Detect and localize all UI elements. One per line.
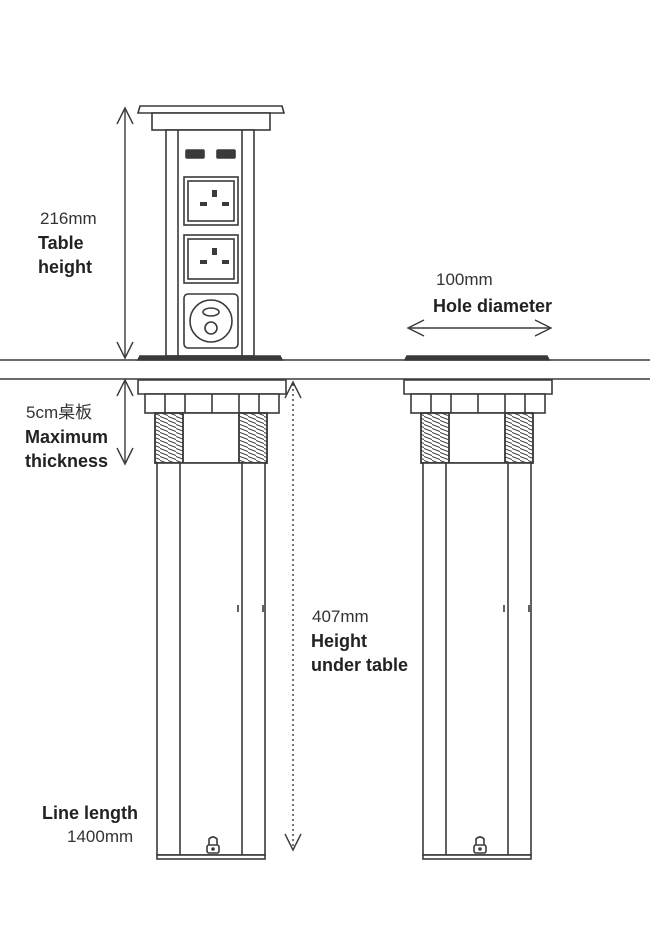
under-table-height-value: 407mm <box>312 607 369 626</box>
under-table-height-caption-line2: under table <box>311 655 409 675</box>
hole-diameter-dimension-arrow <box>406 319 553 337</box>
table-height-dimension-arrow <box>116 106 134 360</box>
table-height-caption-line2: height <box>38 257 92 277</box>
under-table-height-caption-line1: Height <box>311 631 367 651</box>
hole-diameter-caption: Hole diameter <box>433 296 553 316</box>
line-length-caption: Line length <box>42 803 138 823</box>
thickness-caption-line2: thickness <box>25 451 109 471</box>
thickness-caption-line1: Maximum <box>25 427 109 447</box>
retracted-unit-lid <box>403 355 551 361</box>
usb-ports <box>185 149 236 159</box>
under-table-height-dimension-arrow <box>284 380 302 852</box>
line-length-value: 1400mm <box>67 827 134 846</box>
uk-socket-top <box>183 176 239 226</box>
raised-socket-tower <box>136 105 286 361</box>
table-height-caption-line1: Table <box>38 233 84 253</box>
left-under-table-housing <box>137 379 287 860</box>
round-connector <box>183 293 239 349</box>
hole-diameter-value: 100mm <box>436 270 493 289</box>
table-top <box>0 359 650 380</box>
thickness-dimension-arrow <box>116 378 134 466</box>
uk-socket-bottom <box>183 234 239 284</box>
thickness-value: 5cm桌板 <box>26 403 93 422</box>
right-under-table-housing <box>403 379 553 860</box>
table-height-value: 216mm <box>40 209 97 228</box>
